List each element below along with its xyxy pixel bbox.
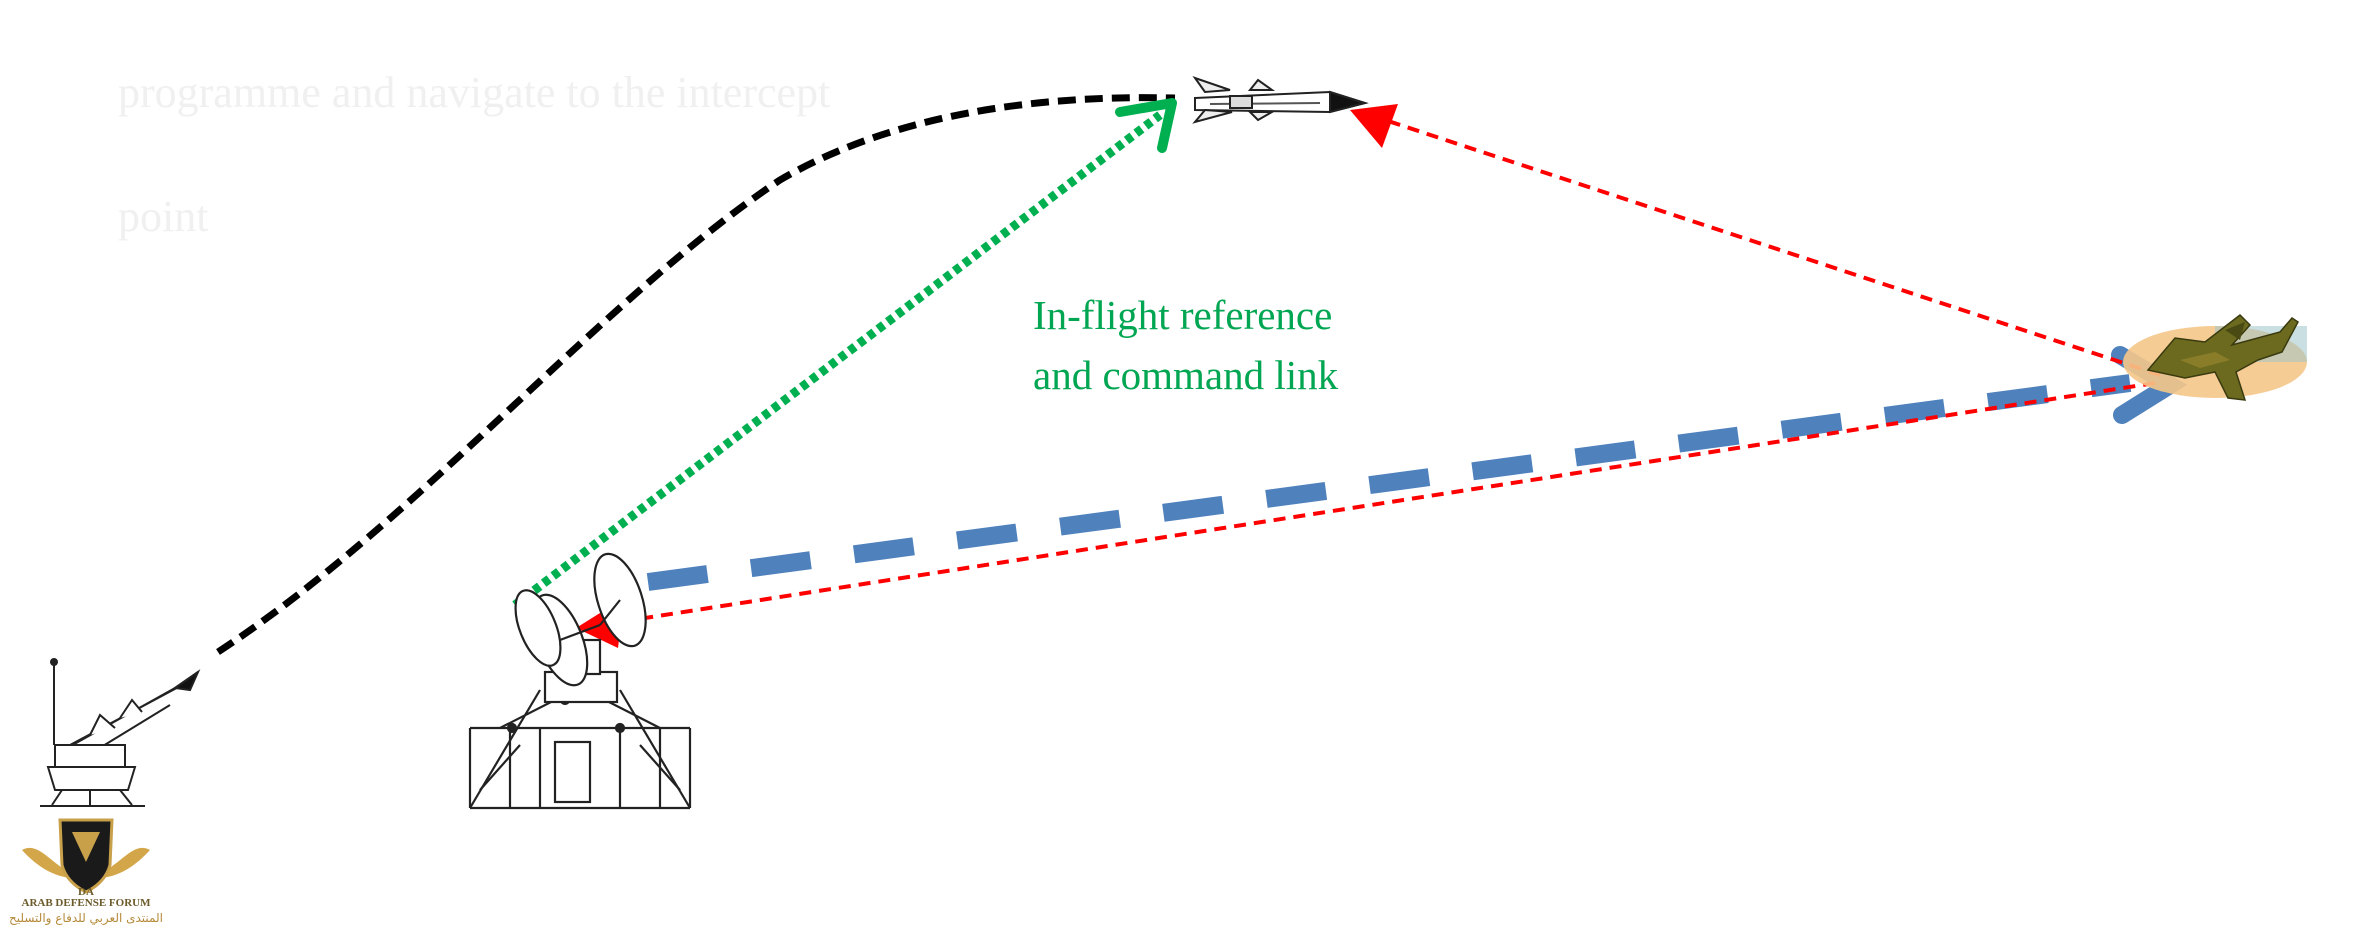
faded-caption-line1: programme and navigate to the intercept	[118, 68, 831, 117]
target-to-radar-return	[599, 381, 2156, 627]
sam-launcher-icon	[40, 658, 201, 807]
radar-beam	[646, 374, 2132, 591]
command-link-arrowhead	[1115, 98, 1177, 153]
command-link-label-line1: In-flight reference	[1033, 292, 1333, 338]
forum-name-en: ARAB DEFENSE FORUM	[22, 897, 152, 909]
command-link-label-line2: and command link	[1033, 352, 1339, 398]
command-link-label: In-flight reference and command link	[1033, 285, 1338, 405]
command-link	[512, 111, 1163, 609]
missile-in-flight-icon	[1192, 76, 1369, 124]
faded-caption: programme and navigate to the intercept …	[118, 0, 938, 310]
forum-shield-logo: DA ARAB DEFENSE FORUM المنتدى العربي للد…	[9, 818, 163, 926]
forum-monogram: DA	[78, 886, 94, 898]
target-aircraft-icon	[2123, 314, 2307, 401]
missile-trajectory	[216, 94, 1176, 655]
target-to-missile-return	[1384, 118, 2161, 377]
tracking-radar-icon	[468, 552, 692, 810]
missile-return-arrowhead	[1350, 104, 1398, 148]
faded-caption-line2: point	[118, 192, 209, 241]
forum-name-ar: المنتدى العربي للدفاع والتسليح	[9, 911, 163, 926]
